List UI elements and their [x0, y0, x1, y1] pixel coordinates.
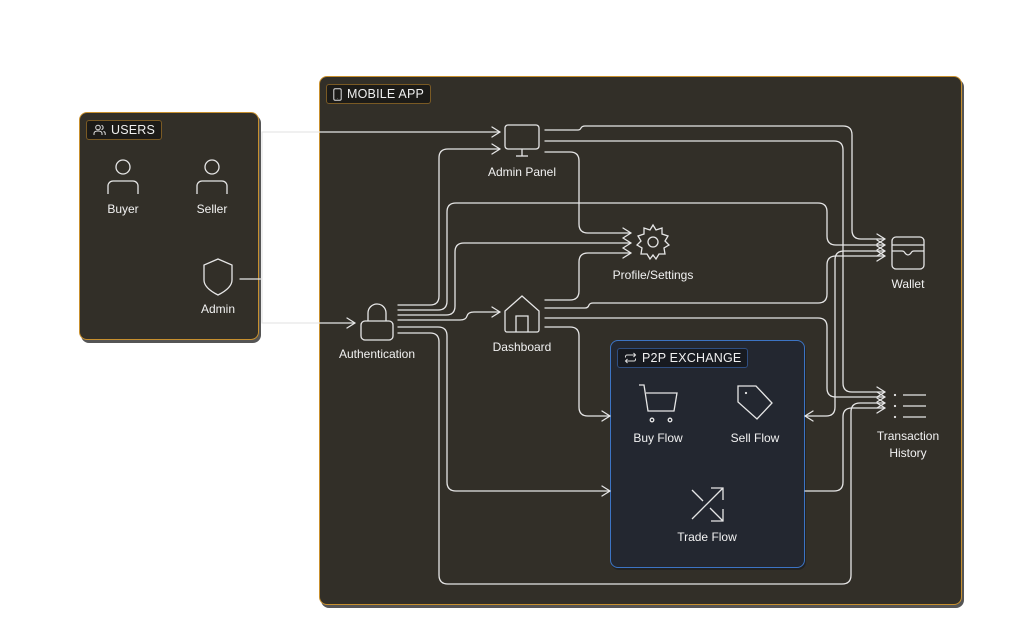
gear-icon	[635, 223, 671, 261]
mobile-app-group-label: MOBILE APP	[347, 87, 425, 101]
node-sell-flow[interactable]: Sell Flow	[725, 383, 785, 447]
node-profile-settings[interactable]: Profile/Settings	[603, 222, 703, 284]
node-label: Buyer	[107, 202, 139, 216]
node-label: Profile/Settings	[612, 268, 694, 282]
shuffle-icon	[691, 487, 724, 522]
list-icon	[893, 393, 926, 419]
node-authentication[interactable]: Authentication	[331, 303, 423, 363]
users-group-label: USERS	[111, 123, 156, 137]
node-buyer[interactable]: Buyer	[93, 158, 153, 218]
user-icon	[107, 159, 139, 194]
node-label: Seller	[196, 202, 228, 216]
home-icon	[504, 295, 540, 333]
node-buy-flow[interactable]: Buy Flow	[628, 383, 688, 447]
lock-icon	[360, 303, 394, 341]
node-label: Sell Flow	[730, 431, 780, 445]
node-label: Buy Flow	[633, 431, 683, 445]
mobile-app-group-tag: MOBILE APP	[326, 84, 432, 104]
node-label: Dashboard	[492, 340, 552, 354]
users-group-tag: USERS	[86, 120, 163, 140]
node-wallet[interactable]: Wallet	[883, 235, 933, 293]
users-icon	[93, 124, 106, 135]
smartphone-icon	[333, 87, 342, 101]
shield-icon	[203, 258, 233, 296]
cart-icon	[639, 384, 678, 423]
repeat-icon	[624, 352, 637, 364]
tag-icon	[737, 385, 773, 420]
user-icon	[196, 159, 228, 194]
p2p-exchange-group-tag: P2P EXCHANGE	[617, 348, 749, 368]
p2p-exchange-group-label: P2P EXCHANGE	[642, 351, 742, 365]
node-label: Trade Flow	[677, 530, 737, 544]
node-admin-panel[interactable]: Admin Panel	[477, 123, 567, 181]
node-seller[interactable]: Seller	[182, 158, 242, 218]
node-label: Wallet	[891, 277, 925, 291]
node-label: Admin	[200, 302, 235, 316]
node-trade-flow[interactable]: Trade Flow	[672, 484, 742, 546]
wallet-icon	[891, 236, 925, 270]
users-group: USERS	[79, 112, 259, 340]
node-admin[interactable]: Admin	[188, 258, 248, 318]
node-label: Authentication	[338, 347, 416, 361]
node-dashboard[interactable]: Dashboard	[477, 294, 567, 356]
node-label: Admin Panel	[487, 165, 557, 179]
monitor-icon	[504, 124, 540, 157]
